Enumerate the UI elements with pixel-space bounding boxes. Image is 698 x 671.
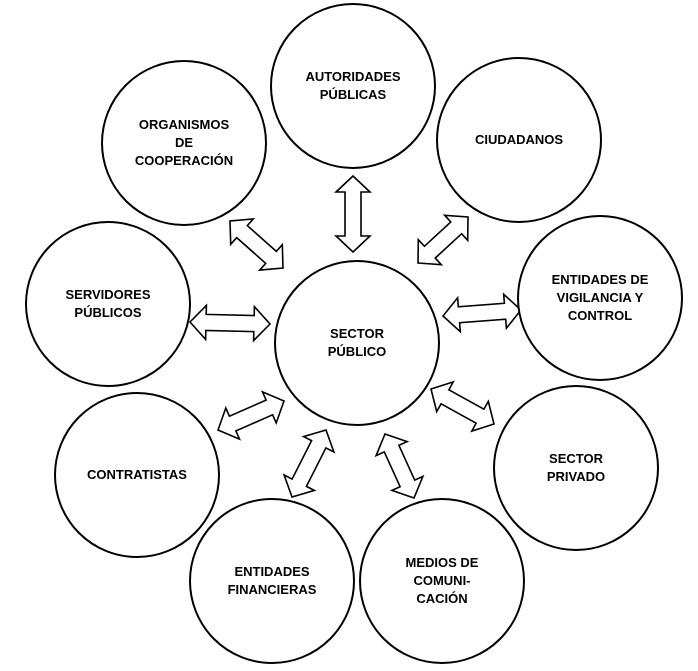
circles-layer: AUTORIDADES PÚBLICAS CIUDADANOS ENTIDADES D… (25, 3, 683, 664)
node-entidades-vigilancia-control-label-line: CONTROL (568, 308, 632, 323)
double-arrow-organismos-cooperacion (229, 217, 284, 272)
node-organismos-cooperacion-circle (101, 60, 267, 226)
center-sector-publico: SECTOR PÚBLICO (274, 260, 440, 426)
node-autoridades-publicas-label-line: PÚBLICAS (320, 87, 387, 102)
double-arrow-sector-privado (430, 380, 495, 433)
node-entidades-financieras-label-line: ENTIDADES (234, 564, 309, 579)
node-autoridades-publicas: AUTORIDADES PÚBLICAS (270, 3, 436, 169)
node-medios-comunicacion-label-line: CACIÓN (416, 591, 467, 606)
node-entidades-vigilancia-control: ENTIDADES DE VIGILANCIA Y CONTROL (517, 215, 683, 381)
node-medios-comunicacion-label-line: COMUNI- (413, 573, 470, 588)
node-autoridades-publicas-label-line: AUTORIDADES (305, 69, 400, 84)
node-ciudadanos-label-line: CIUDADANOS (475, 132, 563, 147)
node-entidades-financieras: ENTIDADES FINANCIERAS (189, 498, 355, 664)
node-sector-privado-circle (493, 385, 659, 551)
node-entidades-vigilancia-control-label-line: ENTIDADES DE (552, 272, 649, 287)
node-organismos-cooperacion: ORGANISMOS DE COOPERACIÓN (101, 60, 267, 226)
double-arrow-entidades-financieras (282, 429, 336, 498)
node-contratistas-label-line: CONTRATISTAS (87, 467, 187, 482)
node-sector-privado-label-line: PRIVADO (547, 469, 605, 484)
node-servidores-publicos-label-line: SERVIDORES (65, 287, 150, 302)
node-medios-comunicacion: MEDIOS DE COMUNI- CACIÓN (359, 498, 525, 664)
node-servidores-publicos-circle (25, 221, 191, 387)
node-entidades-vigilancia-control-circle (517, 215, 683, 381)
node-organismos-cooperacion-label-line: DE (175, 135, 193, 150)
double-arrow-ciudadanos (417, 214, 469, 266)
node-medios-comunicacion-label-line: MEDIOS DE (406, 555, 479, 570)
double-arrow-servidores-publicos (188, 303, 272, 343)
node-servidores-publicos-label-line: PÚBLICOS (74, 305, 142, 320)
node-autoridades-publicas-circle (270, 3, 436, 169)
node-servidores-publicos: SERVIDORES PÚBLICOS (25, 221, 191, 387)
node-ciudadanos-circle (436, 57, 602, 223)
node-contratistas-circle (54, 392, 220, 558)
node-organismos-cooperacion-label-line: ORGANISMOS (139, 117, 230, 132)
double-arrow-medios-comunicacion (374, 432, 425, 500)
node-entidades-financieras-label-line: FINANCIERAS (228, 582, 317, 597)
center-sector-publico-circle (274, 260, 440, 426)
double-arrow-entidades-vigilancia-control (441, 292, 523, 334)
node-sector-privado: SECTOR PRIVADO (493, 385, 659, 551)
node-medios-comunicacion-circle (359, 498, 525, 664)
node-entidades-financieras-circle (189, 498, 355, 664)
arrows-layer (188, 174, 523, 500)
node-sector-privado-label-line: SECTOR (549, 451, 604, 466)
node-ciudadanos: CIUDADANOS (436, 57, 602, 223)
node-organismos-cooperacion-label-line: COOPERACIÓN (135, 153, 233, 168)
double-arrow-autoridades-publicas (333, 174, 373, 254)
center-sector-publico-label-line: PÚBLICO (328, 344, 387, 359)
node-entidades-vigilancia-control-label-line: VIGILANCIA Y (557, 290, 644, 305)
node-contratistas: CONTRATISTAS (54, 392, 220, 558)
double-arrow-contratistas (216, 390, 286, 441)
center-sector-publico-label-line: SECTOR (330, 326, 385, 341)
